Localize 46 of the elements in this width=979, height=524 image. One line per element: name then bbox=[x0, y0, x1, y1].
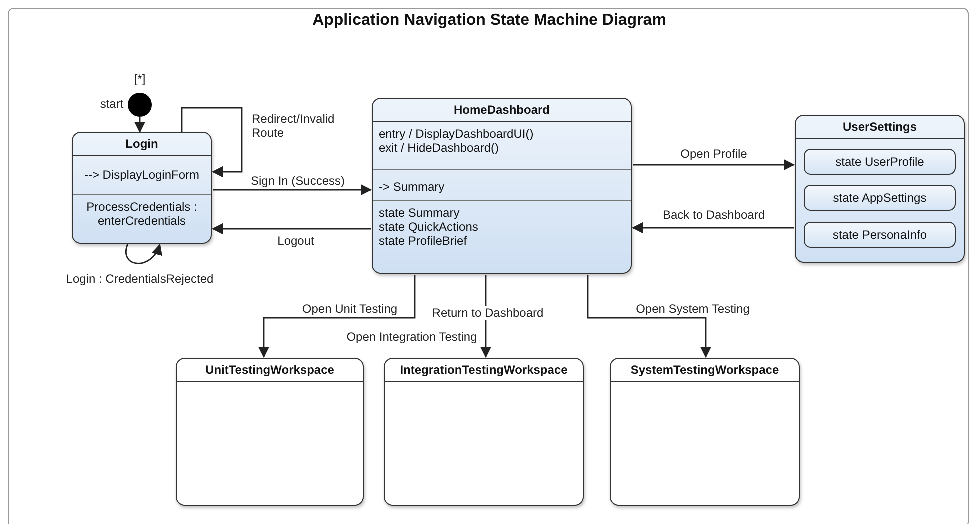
state-name: state AppSettings bbox=[833, 191, 927, 205]
state-detail: entry / DisplayDashboardUI() exit / HideDashboard() bbox=[379, 127, 535, 155]
arrow bbox=[134, 117, 146, 134]
state-detail: -> Summary bbox=[373, 170, 631, 201]
diagram-title: Application Navigation State Machine Diagram bbox=[312, 12, 668, 30]
state-name: UserSettings bbox=[796, 116, 964, 139]
state-detail: ProcessCredentials : enterCredentials bbox=[86, 199, 198, 230]
edge-label: Redirect/Invalid Route bbox=[250, 112, 336, 140]
substate-box bbox=[804, 149, 956, 175]
state-box bbox=[72, 132, 212, 244]
state-name: SystemTestingWorkspace bbox=[611, 359, 799, 382]
edge-label: Open Unit Testing bbox=[300, 302, 400, 316]
edge-label: Open Profile bbox=[678, 147, 750, 161]
edge-label: Open System Testing bbox=[634, 302, 752, 316]
substate-box bbox=[804, 185, 956, 211]
edge-label: Logout bbox=[276, 234, 316, 248]
arrow bbox=[258, 275, 416, 358]
initial-state-circle bbox=[128, 93, 152, 117]
arrow bbox=[587, 275, 712, 358]
state-detail: --> DisplayLoginForm bbox=[73, 156, 211, 195]
state-name: UnitTestingWorkspace bbox=[177, 359, 363, 382]
arrow bbox=[633, 159, 796, 171]
state-name: state PersonaInfo bbox=[832, 228, 928, 242]
substate-box bbox=[804, 222, 956, 248]
transition-label: Return to Dashboard bbox=[430, 306, 546, 320]
state-box bbox=[372, 98, 632, 274]
arrow bbox=[126, 244, 162, 264]
edge-label: Login : CredentialsRejected bbox=[64, 272, 216, 286]
state-name: Login bbox=[73, 133, 211, 156]
arrow bbox=[212, 223, 371, 235]
edge-label: Sign In (Success) bbox=[248, 174, 348, 188]
state-marker-label: [*] bbox=[132, 72, 148, 86]
edge-label: Open Integration Testing bbox=[344, 330, 480, 344]
state-name: IntegrationTestingWorkspace bbox=[385, 359, 583, 382]
arrow bbox=[181, 107, 243, 178]
arrow bbox=[632, 222, 794, 234]
edge-label: start bbox=[98, 97, 126, 111]
edge-label: Back to Dashboard bbox=[660, 208, 768, 222]
arrow bbox=[213, 184, 372, 196]
state-name: state UserProfile bbox=[836, 155, 924, 169]
state-box bbox=[610, 358, 800, 506]
state-name: HomeDashboard bbox=[373, 99, 631, 122]
state-box bbox=[176, 358, 364, 506]
state-detail: state Summary state QuickActions state ProfileBrief bbox=[379, 206, 480, 248]
state-box bbox=[384, 358, 584, 506]
state-box bbox=[795, 115, 965, 263]
